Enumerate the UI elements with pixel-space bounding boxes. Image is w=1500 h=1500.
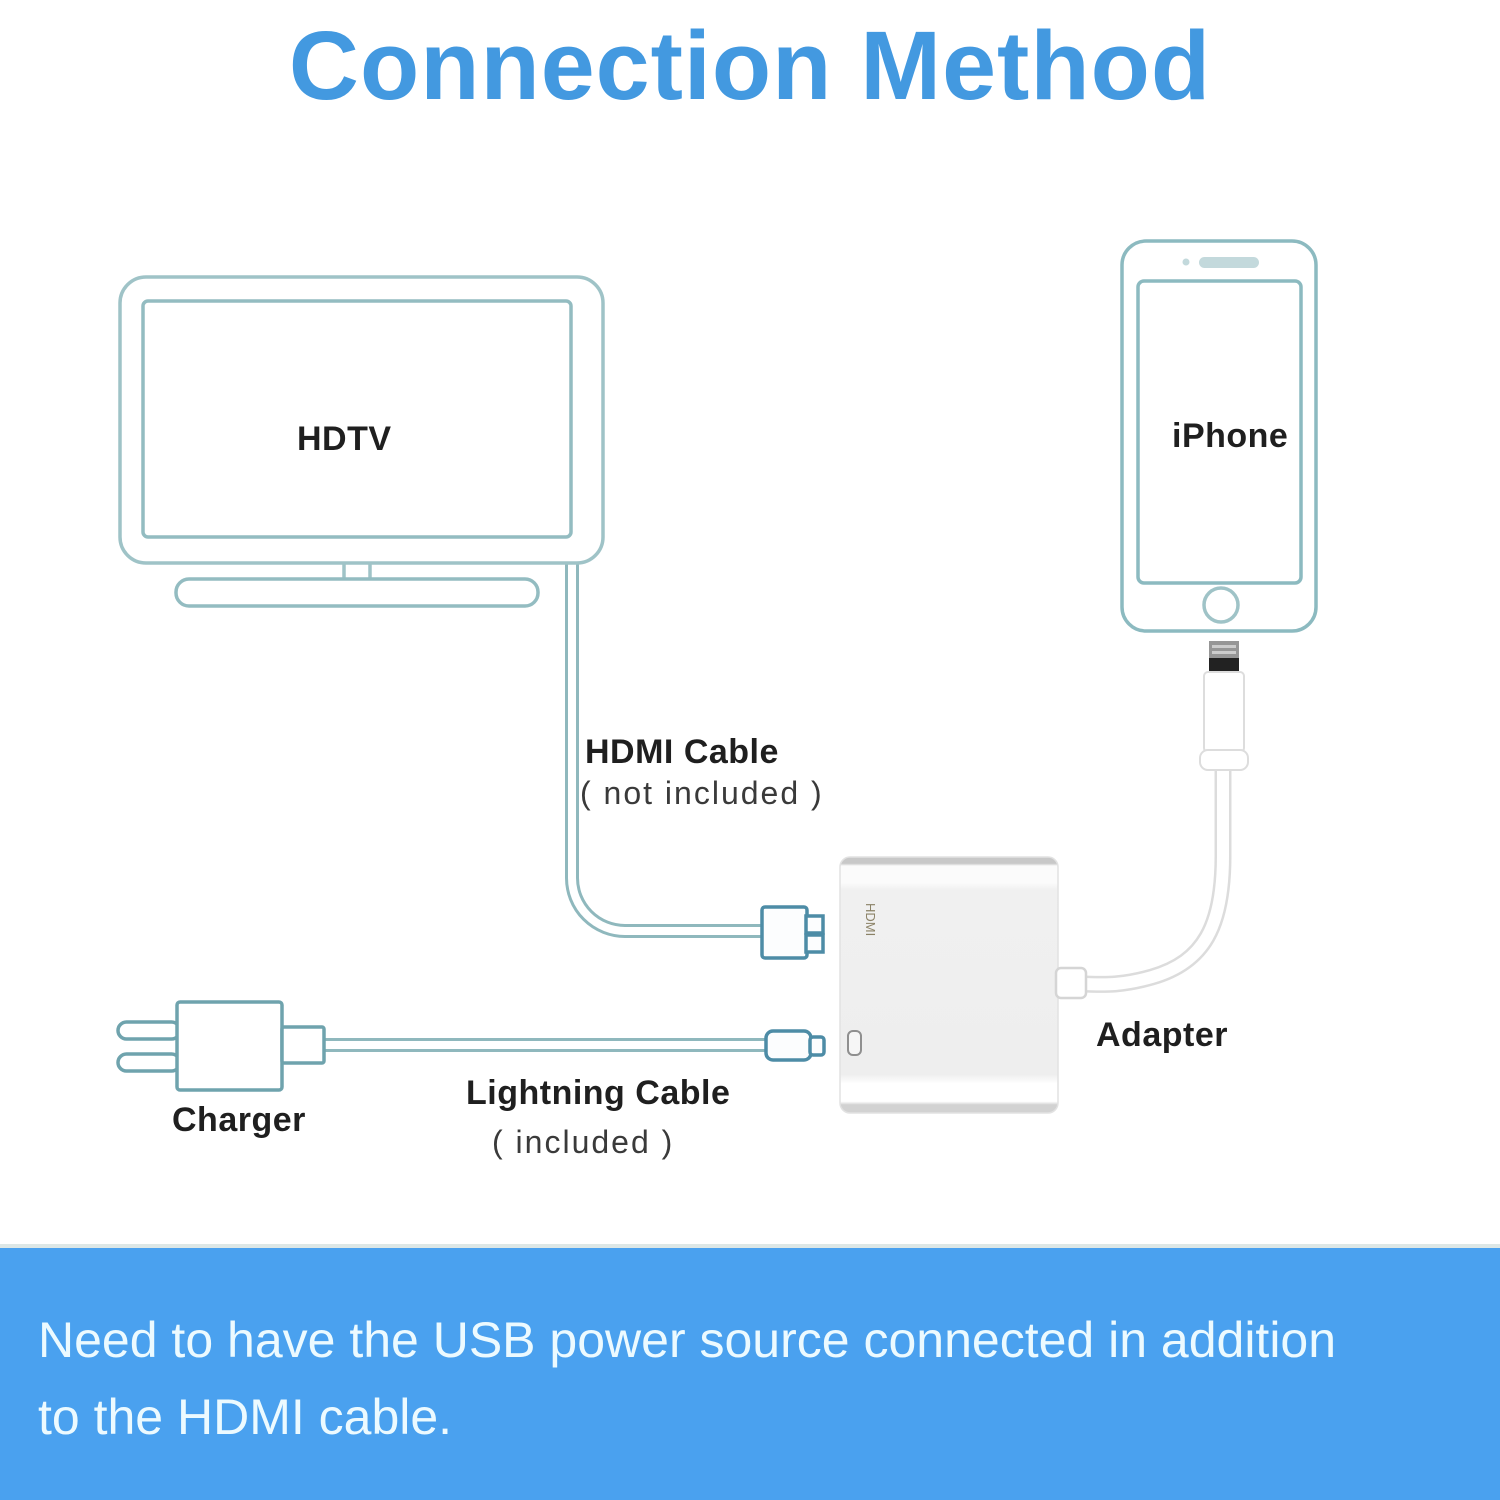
- cable-collar: [1199, 749, 1249, 771]
- lightning-cable-label: Lightning Cable: [466, 1074, 731, 1112]
- iphone-screen: [1136, 279, 1303, 585]
- lightning-plug-icon: [764, 1029, 826, 1062]
- adapter-body: [839, 856, 1059, 1114]
- hdtv-label: HDTV: [297, 420, 392, 458]
- hdmi-cable-line: [565, 552, 763, 938]
- cable-plug-body: [1203, 671, 1245, 753]
- adapter-label: Adapter: [1096, 1016, 1228, 1054]
- hdmi-plug-icon: [760, 905, 825, 960]
- lightning-cable-note: ( included ): [492, 1124, 675, 1160]
- iphone-camera-dot: [1182, 258, 1190, 266]
- lightning-connector-pins: [1209, 641, 1239, 658]
- charger-prong: [116, 1052, 182, 1073]
- hdmi-cable-label: HDMI Cable: [585, 733, 779, 771]
- charger-illustration: [116, 1000, 326, 1092]
- lightning-connector-base: [1209, 658, 1239, 672]
- iphone-home-button: [1202, 586, 1240, 624]
- iphone-lightning-cable: [1054, 641, 1249, 1000]
- notice-text-line2: to the HDMI cable.: [38, 1389, 453, 1445]
- hdtv-stand: [174, 577, 540, 608]
- adapter-right-connector: [1054, 966, 1088, 1000]
- iphone-illustration: [1120, 239, 1318, 633]
- charger-body: [175, 1000, 284, 1092]
- hdtv-illustration: [118, 275, 605, 608]
- iphone-label: iPhone: [1172, 417, 1289, 455]
- hdtv-screen: [141, 299, 573, 539]
- charger-usb-plug: [280, 1025, 326, 1065]
- hdmi-cable-note: ( not included ): [580, 775, 824, 811]
- charger-label: Charger: [172, 1101, 306, 1139]
- adapter-illustration: HDMI: [839, 856, 1059, 1114]
- page-title: Connection Method: [288, 11, 1212, 120]
- adapter-lightning-port-icon: [847, 1030, 862, 1056]
- adapter-hdmi-port-label: HDMI: [863, 903, 878, 936]
- notice-text-line1: Need to have the USB power source connec…: [38, 1312, 1337, 1368]
- charger-prong: [116, 1020, 182, 1041]
- bottom-notice-banner: Need to have the USB power source connec…: [0, 1244, 1500, 1500]
- iphone-speaker: [1199, 257, 1259, 268]
